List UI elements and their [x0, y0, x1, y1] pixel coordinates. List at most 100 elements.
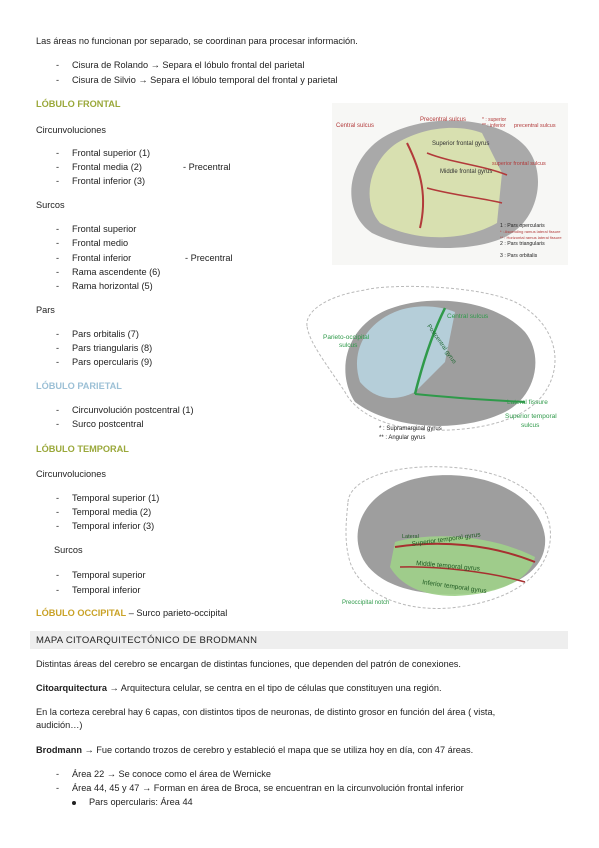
legend-item: ** : Angular gyrus: [379, 435, 425, 441]
list-item: Frontal inferior: [72, 253, 132, 263]
heading-frontal: LÓBULO FRONTAL: [36, 99, 121, 109]
list-dash: -: [56, 405, 60, 415]
list-item: Área 44, 45 y 47 → Forman en área de Bro…: [72, 783, 464, 793]
temporal-circ-title: Circunvoluciones: [36, 469, 106, 479]
figure-border: [345, 466, 551, 610]
legend-small: ** : Horizontal ramus lateral fissure: [500, 235, 562, 240]
list-dash: -: [56, 507, 60, 517]
list-item: Pars orbitalis (7): [72, 329, 139, 339]
figure-border: [306, 285, 556, 431]
precentral-note: - Precentral: [185, 253, 233, 263]
occipital-line: LÓBULO OCCIPITAL – Surco parieto-occipit…: [36, 608, 227, 618]
label-central-sulcus: Central sulcus: [336, 123, 374, 129]
legend-item: * : Supramarginal gyrus: [379, 426, 442, 432]
frontal-surcos-title: Surcos: [36, 200, 65, 210]
list-item: Temporal inferior (3): [72, 521, 155, 531]
legend-item: 3 : Pars orbitalis: [500, 253, 538, 259]
list-dash: -: [56, 176, 60, 186]
heading-parietal: LÓBULO PARIETAL: [36, 381, 122, 391]
label-parieto-occipital: Parieto-occipital: [323, 334, 370, 341]
list-dash: -: [56, 253, 60, 263]
intro-text: Las áreas no funcionan por separado, se …: [36, 36, 358, 46]
label-superior-frontal-gyrus: Superior frontal gyrus: [432, 141, 489, 147]
list-item: Rama horizontal (5): [72, 281, 153, 291]
legend-item: 1 : Pars opercularis: [500, 223, 545, 229]
list-dash: -: [56, 570, 60, 580]
list-item: Temporal superior: [72, 570, 146, 580]
paragraph: audición…): [36, 720, 83, 730]
list-item: Pars opercularis: Área 44: [89, 797, 193, 807]
brain-figure-frontal: Central sulcus Precentral sulcus * : sup…: [332, 103, 568, 265]
label-preoccipital-notch: Preoccipital notch: [342, 600, 389, 606]
list-item: Temporal superior (1): [72, 493, 160, 503]
parietal-lobe-highlight: [356, 306, 455, 398]
list-dash: -: [56, 238, 60, 248]
precentral-note: - Precentral: [183, 162, 231, 172]
list-dash: -: [56, 224, 60, 234]
bullet-icon: [72, 801, 76, 805]
definition: → Fue cortando trozos de cerebro y estab…: [81, 745, 474, 755]
precentral-sulcus-line: [406, 142, 425, 229]
list-item: Frontal inferior (3): [72, 176, 146, 186]
brain-figure-temporal: Superior temporal gyrus Middle temporal …: [340, 462, 562, 612]
cisura-silvio: Cisura de Silvio → Separa el lóbulo temp…: [72, 75, 338, 85]
label-superior-frontal-sulcus: superior frontal sulcus: [492, 161, 546, 167]
inferior-temporal-sulcus-line: [399, 566, 526, 583]
list-dash: -: [56, 75, 60, 85]
term: Citoarquitectura: [36, 683, 107, 693]
label-precentral-sulcus: Precentral sulcus: [420, 117, 466, 123]
list-item: Rama ascendente (6): [72, 267, 161, 277]
list-dash: -: [56, 357, 60, 367]
frontal-lobe-highlight: [369, 127, 502, 238]
list-item: Pars opercularis (9): [72, 357, 153, 367]
superior-temporal-sulcus-line: [394, 542, 536, 563]
heading-temporal: LÓBULO TEMPORAL: [36, 444, 129, 454]
list-item: Pars triangularis (8): [72, 343, 153, 353]
label-superior-inferior: * : superior: [482, 117, 507, 123]
list-dash: -: [56, 60, 60, 70]
brain-figure-parietal: Central sulcus Parieto-occipital sulcus …: [305, 282, 567, 448]
term: Brodmann: [36, 745, 82, 755]
list-item: Circunvolución postcentral (1): [72, 405, 194, 415]
frontal-circ-title: Circunvoluciones: [36, 125, 106, 135]
list-dash: -: [56, 493, 60, 503]
list-item: Área 22 → Se conoce como el área de Wern…: [72, 769, 271, 779]
list-dash: -: [56, 343, 60, 353]
list-item: Frontal superior (1): [72, 148, 151, 158]
paragraph: En la corteza cerebral hay 6 capas, con …: [36, 707, 496, 717]
inferior-frontal-sulcus-line: [426, 187, 503, 204]
label-middle-frontal-gyrus: Middle frontal gyrus: [440, 169, 492, 175]
legend-small: * : Ascending ramus lateral fissure: [500, 229, 561, 234]
section-bar: [30, 631, 568, 649]
list-item: Surco postcentral: [72, 419, 144, 429]
frontal-pars-title: Pars: [36, 305, 55, 315]
list-dash: -: [56, 769, 60, 779]
label-sulcus-2: sulcus: [521, 422, 540, 429]
list-dash: -: [56, 585, 60, 595]
list-dash: -: [56, 783, 60, 793]
cisura-rolando: Cisura de Rolando → Separa el lóbulo fro…: [72, 60, 305, 70]
lateral-fissure-line: [414, 393, 526, 403]
occipital-text: – Surco parieto-occipital: [126, 608, 228, 618]
label-precentral-right: precentral sulcus: [514, 123, 556, 129]
paragraph: Distintas áreas del cerebro se encargan …: [36, 659, 461, 669]
list-item: Temporal media (2): [72, 507, 152, 517]
legend-item: 2 : Pars triangularis: [500, 241, 545, 247]
central-sulcus-line: [413, 307, 447, 395]
list-dash: -: [56, 521, 60, 531]
label-lateral-fissure: Lateral fissure: [507, 399, 548, 406]
citoarquitectura-line: Citoarquitectura → Arquitectura celular,…: [36, 683, 442, 693]
list-dash: -: [56, 162, 60, 172]
temporal-surcos-title: Surcos: [54, 545, 83, 555]
heading-occipital: LÓBULO OCCIPITAL: [36, 608, 127, 618]
list-item: Frontal media (2): [72, 162, 142, 172]
label-superior-inferior-2: ** : inferior: [482, 123, 506, 129]
label-central-sulcus: Central sulcus: [447, 313, 489, 320]
list-dash: -: [56, 267, 60, 277]
list-dash: -: [56, 281, 60, 291]
label-lateral: Lateral: [402, 534, 419, 540]
label-superior-temporal: Superior temporal: [505, 413, 557, 420]
label-sulcus: sulcus: [339, 342, 358, 349]
section-title: MAPA CITOARQUITECTÓNICO DE BRODMANN: [36, 635, 258, 646]
definition: → Arquitectura celular, se centra en el …: [106, 683, 442, 693]
